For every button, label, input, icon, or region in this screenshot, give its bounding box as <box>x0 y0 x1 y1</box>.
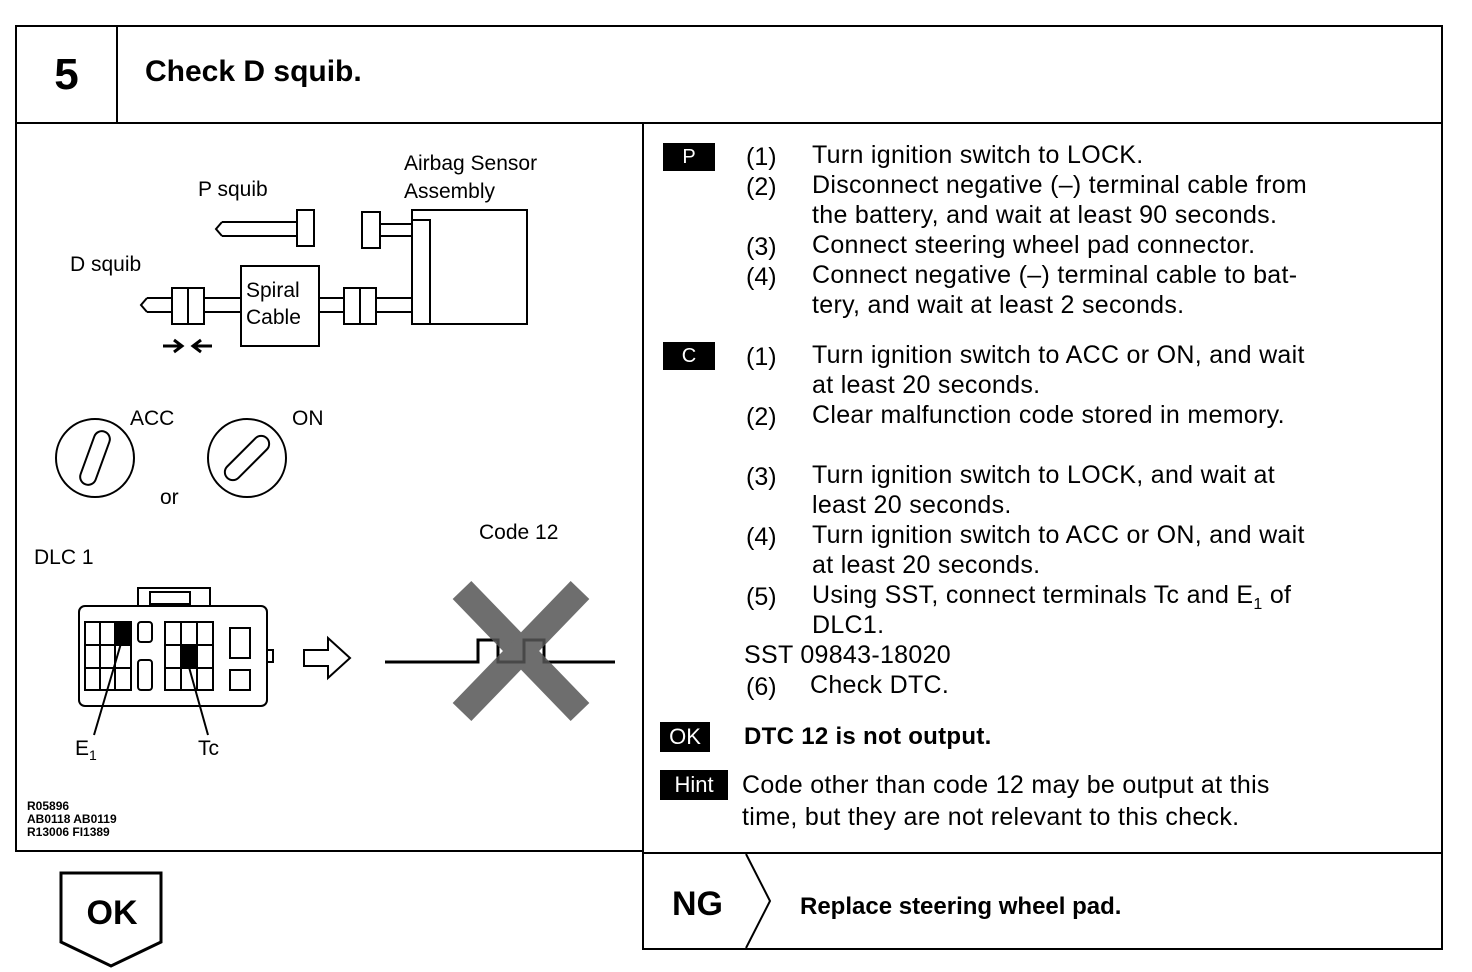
label-dlc1: DLC 1 <box>34 546 94 569</box>
hint-text-line-1: Code other than code 12 may be output at… <box>742 771 1270 799</box>
spiral-cable-box <box>240 265 320 347</box>
c-step-3-num: (3) <box>746 463 777 491</box>
label-acc: ACC <box>130 407 175 430</box>
label-e1: E1 <box>75 737 97 764</box>
c-step-1-text-cont: at least 20 seconds. <box>812 371 1041 399</box>
p-step-3-text: Connect steering wheel pad connector. <box>812 231 1256 259</box>
label-airbag-sensor: Airbag Sensor <box>404 152 538 175</box>
arrow-right-icon <box>163 338 185 354</box>
c-step-6-text: Check DTC. <box>810 671 950 699</box>
c-step-2-text: Clear malfunction code stored in memory. <box>812 401 1285 429</box>
ok-label: OK <box>86 894 138 932</box>
p-step-4-num: (4) <box>746 263 777 291</box>
p-step-4-text-cont: tery, and wait at least 2 seconds. <box>812 291 1185 319</box>
label-spiral: Spiral <box>246 279 300 302</box>
wiring-diagram <box>55 209 615 736</box>
step-number: 5 <box>17 27 118 122</box>
c-step-1-text: Turn ignition switch to ACC or ON, and w… <box>812 341 1305 369</box>
sensor-connector <box>411 219 431 325</box>
e1-leader <box>93 639 123 736</box>
c-step-3-text: Turn ignition switch to LOCK, and wait a… <box>812 461 1275 489</box>
p-step-3-num: (3) <box>746 233 777 261</box>
ref-code-3: R13006 FI1389 <box>27 825 110 839</box>
label-code-12: Code 12 <box>479 521 559 544</box>
c-step-5-num: (5) <box>746 583 777 611</box>
sst-number: SST 09843-18020 <box>744 641 951 669</box>
p-step-4-text: Connect negative (–) terminal cable to b… <box>812 261 1298 289</box>
ng-action-text: Replace steering wheel pad. <box>800 893 1122 920</box>
c-step-5-text-cont: DLC1. <box>812 611 885 639</box>
c-step-6-num: (6) <box>746 673 777 701</box>
label-cable: Cable <box>246 306 301 329</box>
acc-switch-icon <box>55 418 135 498</box>
cross-out-icon <box>452 580 590 722</box>
p-step-2-text-cont: the battery, and wait at least 90 second… <box>812 201 1278 229</box>
p-step-2-text: Disconnect negative (–) terminal cable f… <box>812 171 1308 199</box>
ref-code-2: AB0118 AB0119 <box>27 812 117 826</box>
p-squib-connector <box>296 209 315 247</box>
c-step-4-text: Turn ignition switch to ACC or ON, and w… <box>812 521 1305 549</box>
p-step-1-num: (1) <box>746 143 777 171</box>
p-step-1-text: Turn ignition switch to LOCK. <box>812 141 1144 169</box>
label-or: or <box>160 486 179 509</box>
dlc1-connector <box>78 587 274 707</box>
label-assembly: Assembly <box>404 180 496 203</box>
on-switch-icon <box>207 418 287 498</box>
c-step-5-text: Using SST, connect terminals Tc and E1 o… <box>812 581 1292 613</box>
ng-top-border <box>642 852 1442 854</box>
hint-text-line-2: time, but they are not relevant to this … <box>742 803 1240 831</box>
column-divider <box>642 122 644 950</box>
c-step-2-num: (2) <box>746 403 777 431</box>
hollow-arrow-icon <box>303 635 352 681</box>
arrow-left-icon <box>190 338 212 354</box>
c-step-3-text-cont: least 20 seconds. <box>812 491 1012 519</box>
c-step-4-num: (4) <box>746 523 777 551</box>
ng-label: NG <box>672 885 723 923</box>
label-on: ON <box>292 407 324 430</box>
c-step-4-text-cont: at least 20 seconds. <box>812 551 1041 579</box>
p-badge: P <box>663 143 715 171</box>
ok-result-text: DTC 12 is not output. <box>744 723 992 750</box>
label-tc: Tc <box>198 737 219 760</box>
left-border <box>15 122 17 852</box>
p-step-2-num: (2) <box>746 173 777 201</box>
hint-badge: Hint <box>660 770 728 800</box>
ok-arrow-box[interactable] <box>58 870 166 970</box>
ok-badge: OK <box>660 722 710 752</box>
ng-bottom-border <box>642 948 1442 950</box>
c-badge: C <box>663 342 715 370</box>
tc-leader <box>186 659 209 736</box>
step-title: Check D squib. <box>145 55 362 88</box>
label-p-squib: P squib <box>198 178 268 201</box>
ng-chevron-icon <box>745 853 772 949</box>
step-header: 5 Check D squib. <box>15 25 1443 124</box>
left-bottom-border <box>15 850 643 852</box>
c-step-1-num: (1) <box>746 343 777 371</box>
right-border <box>1441 122 1443 950</box>
label-d-squib: D squib <box>70 253 142 276</box>
p-squib-sensor-plug <box>361 211 381 249</box>
ref-code-1: R05896 <box>27 799 70 813</box>
